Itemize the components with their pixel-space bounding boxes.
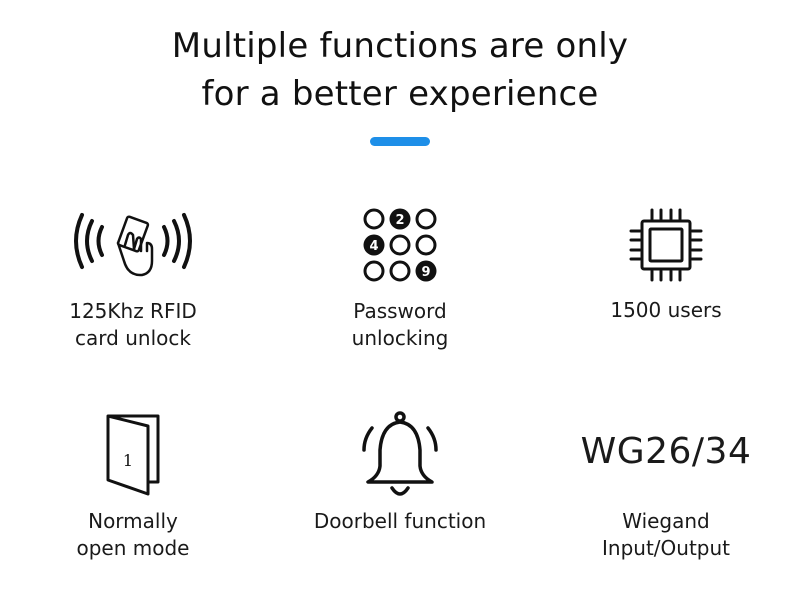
headline: Multiple functions are only for a better… — [0, 22, 800, 118]
keypad-digit-4: 4 — [369, 239, 378, 254]
feature-doorbell-label: Doorbell function — [267, 508, 533, 535]
feature-normally-open-label: Normally open mode — [0, 508, 266, 562]
feature-password-label-line-1: Password — [353, 299, 447, 323]
feature-password-label: Password unlocking — [267, 298, 533, 352]
feature-password-label-line-2: unlocking — [351, 326, 449, 350]
feature-rfid-label-line-2: card unlock — [75, 326, 191, 350]
headline-line-1: Multiple functions are only — [171, 26, 629, 66]
headline-line-2: for a better experience — [201, 74, 599, 114]
feature-wiegand-label-line-2: Input/Output — [602, 536, 730, 560]
keypad-icon-wrap: 2 4 9 — [267, 205, 533, 285]
bell-icon — [362, 411, 438, 496]
chip-icon — [629, 208, 703, 282]
feature-wiegand-label-line-1: Wiegand — [622, 509, 710, 533]
feature-normally-open-label-line-2: open mode — [76, 536, 190, 560]
feature-rfid-label-line-1: 125Khz RFID — [69, 299, 197, 323]
chip-icon-wrap — [533, 207, 799, 283]
feature-normally-open-label-line-1: Normally — [88, 509, 178, 533]
bell-icon-wrap — [267, 410, 533, 502]
keypad-icon: 2 4 9 — [363, 208, 437, 282]
rfid-card-icon — [74, 213, 192, 277]
wiegand-text: WG26/34 — [580, 431, 752, 472]
feature-rfid-label: 125Khz RFID card unlock — [0, 298, 266, 352]
keypad-digit-9: 9 — [421, 265, 430, 280]
feature-doorbell-label-line-1: Doorbell function — [313, 509, 487, 533]
keypad-digit-2: 2 — [395, 213, 404, 228]
door-icon: 1 — [106, 414, 160, 496]
feature-wiegand-label: Wiegand Input/Output — [533, 508, 799, 562]
feature-users-label-line-1: 1500 users — [610, 298, 722, 322]
wiegand-text-wrap: WG26/34 — [533, 432, 799, 472]
accent-bar — [370, 137, 430, 146]
door-icon-wrap: 1 — [0, 410, 266, 498]
feature-users-label: 1500 users — [533, 297, 799, 324]
door-number: 1 — [123, 451, 133, 470]
rfid-card-icon-wrap — [0, 205, 266, 281]
